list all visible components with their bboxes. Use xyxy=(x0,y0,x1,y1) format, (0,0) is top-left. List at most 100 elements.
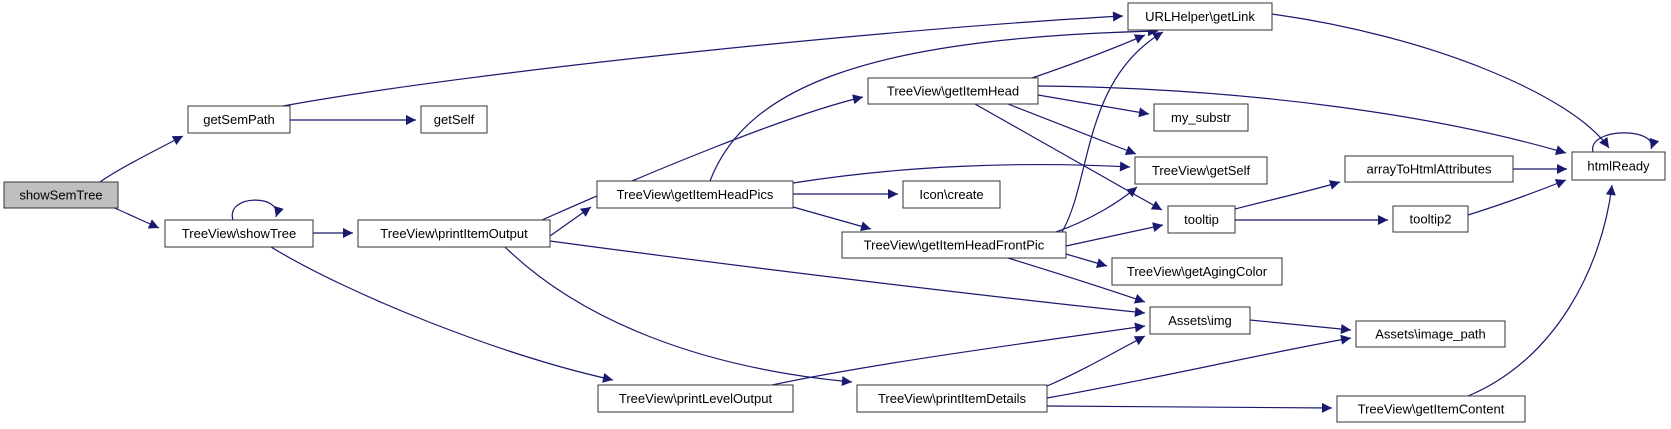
edge-showSemTree-to-getSemPath xyxy=(99,135,184,183)
edge-printItemDetails-to-assetsImg xyxy=(1046,335,1146,387)
node-label-htmlReady: htmlReady xyxy=(1587,158,1650,173)
node-printItemDetails[interactable]: TreeView\printItemDetails xyxy=(856,384,1048,413)
node-label-mySubstr: my_substr xyxy=(1171,110,1232,125)
node-showSemTree[interactable]: showSemTree xyxy=(3,181,119,209)
edge-showTree-to-showTree xyxy=(231,199,284,221)
node-getItemHead[interactable]: TreeView\getItemHead xyxy=(867,77,1039,105)
node-label-tooltip: tooltip xyxy=(1184,212,1219,227)
edge-getSemPath-to-getLink xyxy=(282,11,1124,107)
node-label-tooltip2: tooltip2 xyxy=(1410,211,1452,226)
edge-frontPic-to-tooltip xyxy=(1065,222,1164,247)
edge-printItemOutput-to-getItemHeadPics xyxy=(549,206,592,237)
node-label-getSelf: getSelf xyxy=(434,112,475,127)
node-box-assetsImg[interactable] xyxy=(1149,306,1251,335)
node-label-getItemHeadPics: TreeView\getItemHeadPics xyxy=(617,187,774,202)
node-label-printLevelOutput: TreeView\printLevelOutput xyxy=(619,391,773,406)
node-label-imagePath: Assets\image_path xyxy=(1375,326,1486,341)
edge-layer xyxy=(99,11,1660,413)
node-getItemHeadPics[interactable]: TreeView\getItemHeadPics xyxy=(596,180,794,209)
node-agingColor[interactable]: TreeView\getAgingColor xyxy=(1111,257,1283,286)
node-tvGetSelf[interactable]: TreeView\getSelf xyxy=(1134,156,1268,185)
edge-printItemOutput-to-getItemHead xyxy=(541,94,864,221)
node-label-agingColor: TreeView\getAgingColor xyxy=(1127,264,1268,279)
edge-frontPic-to-tvGetSelf xyxy=(1055,186,1138,233)
node-box-tooltip[interactable] xyxy=(1167,205,1236,234)
edge-printItemOutput-to-printItemDetails xyxy=(504,246,853,387)
node-label-printItemDetails: TreeView\printItemDetails xyxy=(878,391,1027,406)
node-tooltip2[interactable]: tooltip2 xyxy=(1392,205,1469,233)
node-box-frontPic[interactable] xyxy=(841,231,1067,259)
node-mySubstr[interactable]: my_substr xyxy=(1153,103,1249,132)
node-label-getItemContent: TreeView\getItemContent xyxy=(1358,401,1505,416)
node-getItemContent[interactable]: TreeView\getItemContent xyxy=(1336,395,1526,423)
node-box-getSemPath[interactable] xyxy=(187,105,291,134)
node-showTree[interactable]: TreeView\showTree xyxy=(164,219,314,248)
node-box-imagePath[interactable] xyxy=(1355,320,1506,348)
node-box-iconCreate[interactable] xyxy=(902,180,1001,209)
node-arrayToHtml[interactable]: arrayToHtmlAttributes xyxy=(1344,155,1514,183)
node-label-getLink: URLHelper\getLink xyxy=(1145,9,1255,24)
node-box-mySubstr[interactable] xyxy=(1153,103,1249,132)
node-box-printLevelOutput[interactable] xyxy=(597,384,794,413)
node-frontPic[interactable]: TreeView\getItemHeadFrontPic xyxy=(841,231,1067,259)
edge-printLevelOutput-to-assetsImg xyxy=(771,322,1146,386)
node-iconCreate[interactable]: Icon\create xyxy=(902,180,1001,209)
node-label-getItemHead: TreeView\getItemHead xyxy=(887,83,1019,98)
node-getSemPath[interactable]: getSemPath xyxy=(187,105,291,134)
node-layer: showSemTree getSemPath getSelfTreeView\sho… xyxy=(3,2,1666,423)
edge-getItemHead-to-tvGetSelf xyxy=(1007,103,1137,156)
node-label-printItemOutput: TreeView\printItemOutput xyxy=(380,226,528,241)
node-getSelf[interactable]: getSelf xyxy=(420,105,488,134)
edge-showTree-to-printLevelOutput xyxy=(270,246,614,383)
node-label-showSemTree: showSemTree xyxy=(19,187,102,202)
node-label-getSemPath: getSemPath xyxy=(203,112,275,127)
node-label-tvGetSelf: TreeView\getSelf xyxy=(1152,163,1251,178)
edge-getLink-to-htmlReady xyxy=(1271,13,1610,149)
edge-getItemHead-to-getLink xyxy=(1031,34,1146,79)
node-label-arrayToHtml: arrayToHtmlAttributes xyxy=(1367,161,1492,176)
edge-frontPic-to-agingColor xyxy=(1065,253,1108,268)
node-box-tvGetSelf[interactable] xyxy=(1134,156,1268,185)
node-box-arrayToHtml[interactable] xyxy=(1344,155,1514,183)
node-box-getItemContent[interactable] xyxy=(1336,395,1526,423)
node-tooltip[interactable]: tooltip xyxy=(1167,205,1236,234)
edge-getItemHead-to-mySubstr xyxy=(1037,94,1150,118)
node-box-getItemHead[interactable] xyxy=(867,77,1039,105)
edge-getItemContent-to-htmlReady xyxy=(1467,184,1616,397)
node-label-iconCreate: Icon\create xyxy=(919,187,983,202)
edge-htmlReady-to-htmlReady xyxy=(1592,132,1660,153)
node-box-htmlReady[interactable] xyxy=(1571,151,1666,181)
node-box-getSelf[interactable] xyxy=(420,105,488,134)
edge-tooltip-to-arrayToHtml xyxy=(1234,180,1341,210)
edge-assetsImg-to-imagePath xyxy=(1249,319,1352,334)
node-imagePath[interactable]: Assets\image_path xyxy=(1355,320,1506,348)
edge-frontPic-to-assetsImg xyxy=(1007,257,1146,304)
edge-getItemHeadPics-to-frontPic xyxy=(792,206,872,232)
node-box-showTree[interactable] xyxy=(164,219,314,248)
node-htmlReady[interactable]: htmlReady xyxy=(1571,151,1666,181)
node-printLevelOutput[interactable]: TreeView\printLevelOutput xyxy=(597,384,794,413)
node-box-showSemTree[interactable] xyxy=(3,181,119,209)
edge-printItemDetails-to-imagePath xyxy=(1046,334,1352,399)
edge-tooltip2-to-htmlReady xyxy=(1467,179,1567,216)
node-label-assetsImg: Assets\img xyxy=(1168,313,1232,328)
node-box-printItemDetails[interactable] xyxy=(856,384,1048,413)
edge-printItemDetails-to-getItemContent xyxy=(1046,402,1333,413)
node-getLink[interactable]: URLHelper\getLink xyxy=(1127,2,1273,31)
edge-getItemHead-to-tooltip xyxy=(974,103,1163,211)
node-box-tooltip2[interactable] xyxy=(1392,205,1469,233)
edge-getItemHeadPics-to-tvGetSelf xyxy=(792,161,1131,184)
edge-getItemHead-to-htmlReady xyxy=(1037,85,1567,155)
node-label-showTree: TreeView\showTree xyxy=(182,226,296,241)
node-box-getItemHeadPics[interactable] xyxy=(596,180,794,209)
node-printItemOutput[interactable]: TreeView\printItemOutput xyxy=(357,219,551,248)
node-box-printItemOutput[interactable] xyxy=(357,219,551,248)
node-box-getLink[interactable] xyxy=(1127,2,1273,31)
node-assetsImg[interactable]: Assets\img xyxy=(1149,306,1251,335)
node-label-frontPic: TreeView\getItemHeadFrontPic xyxy=(864,237,1045,252)
edge-getItemHeadPics-to-getLink xyxy=(709,26,1159,182)
node-box-agingColor[interactable] xyxy=(1111,257,1283,286)
edge-printItemOutput-to-assetsImg xyxy=(549,240,1146,317)
